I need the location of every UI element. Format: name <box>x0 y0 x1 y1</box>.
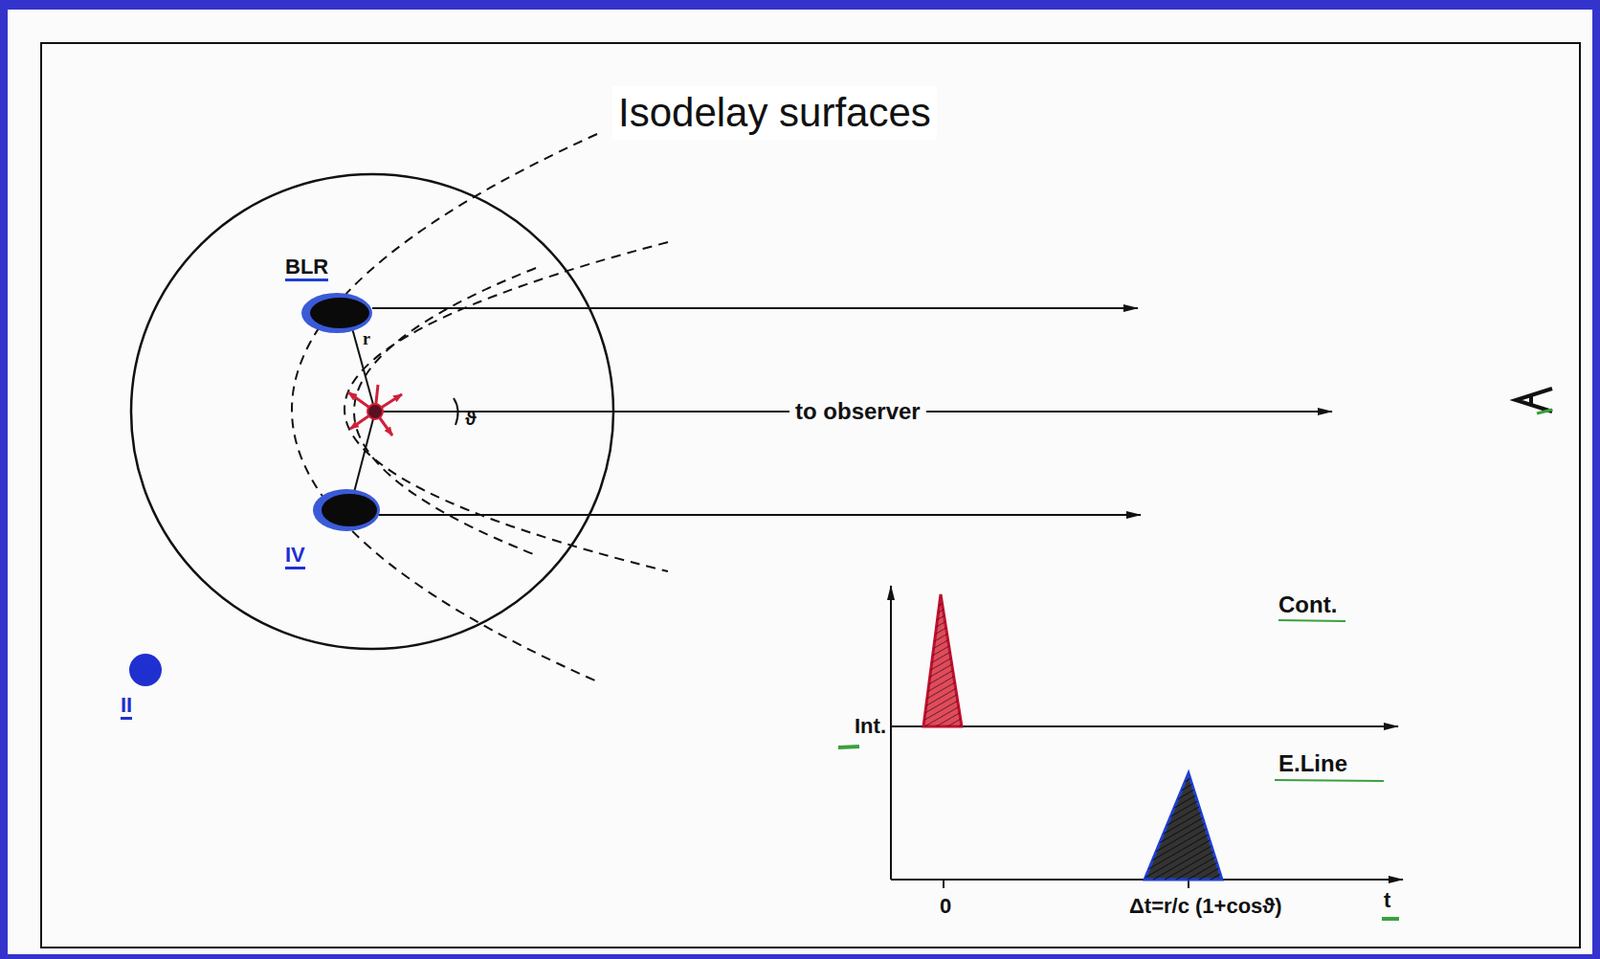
observer-label: to observer <box>789 398 927 425</box>
radius-label: r <box>362 329 371 350</box>
cloud-node: IV <box>279 483 385 579</box>
axis-label: Cont. <box>1278 591 1337 619</box>
axis-label: Int. <box>854 713 887 738</box>
cloud-node: BLR <box>279 250 385 342</box>
delay-formula: Δt=r/c (1+cosϑ) <box>1129 893 1282 918</box>
title-label: Isodelay surfaces <box>612 86 937 140</box>
region-label: IV <box>285 542 306 570</box>
region-label: II <box>120 692 133 720</box>
cloud-node: II <box>112 650 180 733</box>
tick-label: 0 <box>939 893 952 918</box>
angle-label: ϑ <box>465 407 477 430</box>
axis-label: t <box>1383 888 1391 912</box>
region-label: BLR <box>285 254 329 282</box>
paper-panel <box>7 9 1593 955</box>
axis-label: E.Line <box>1278 750 1348 778</box>
